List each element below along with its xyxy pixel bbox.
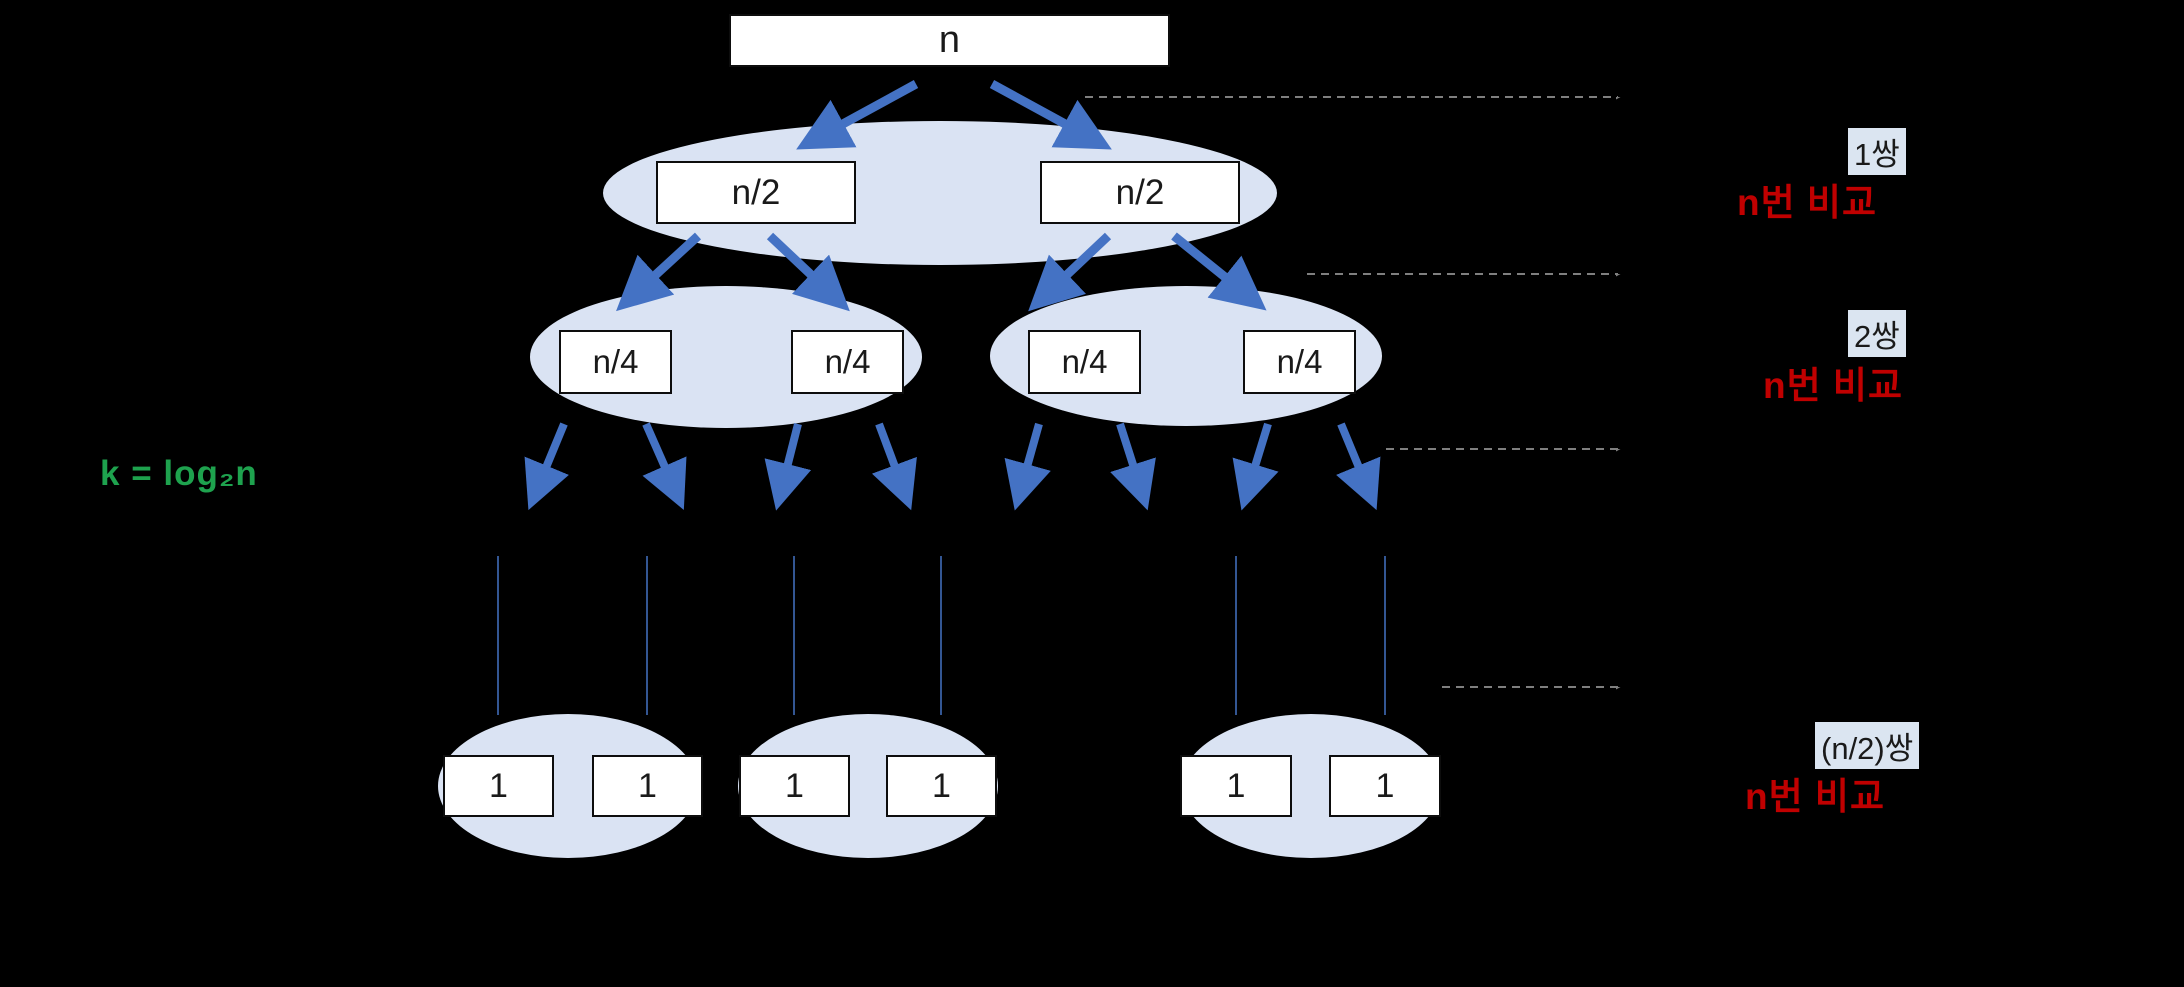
node-box-leaf-4: 1 <box>886 755 997 817</box>
arrow-icon-halfL-right <box>766 232 850 312</box>
node-box-half-left: n/2 <box>656 161 856 224</box>
node-box-leaf-5: 1 <box>1180 755 1292 817</box>
group-ellipses <box>438 121 1441 858</box>
node-box-leaf-2: 1 <box>592 755 703 817</box>
pair-count-label-level1: 1쌍 <box>1848 128 1906 175</box>
split-arrow-icons <box>616 80 1267 312</box>
pair-count-label-leaf-level: (n/2)쌍 <box>1815 722 1920 769</box>
node-box-quarter-2: n/4 <box>791 330 904 394</box>
comparison-count-label-level1: n번 비교 <box>1737 182 1878 223</box>
leaf-group-ellipse-3 <box>1181 714 1441 858</box>
arrow-icon-q3-left <box>1004 422 1051 511</box>
comparison-count-label-level2: n번 비교 <box>1763 365 1904 406</box>
node-box-leaf-6: 1 <box>1329 755 1441 817</box>
node-box-leaf-1: 1 <box>443 755 554 817</box>
level2-group-ellipse <box>603 121 1277 265</box>
arrow-icon-q1-right <box>642 422 687 510</box>
node-box-quarter-3: n/4 <box>1028 330 1141 394</box>
arrow-icon-q3-right <box>1110 422 1156 511</box>
leaf-group-ellipse-1 <box>438 714 698 858</box>
level-pointer-arrows <box>1085 96 1618 687</box>
node-box-quarter-1: n/4 <box>559 330 672 394</box>
pair-count-label-level2: 2쌍 <box>1848 310 1906 357</box>
arrow-icon-q4-right <box>1336 422 1381 511</box>
arrow-icon-halfR-left <box>1028 232 1112 312</box>
comparison-count-label-leaf-level: n번 비교 <box>1745 776 1886 817</box>
node-box-leaf-3: 1 <box>739 755 850 817</box>
arrow-icon-q4-left <box>1232 422 1279 511</box>
recursion-lines <box>497 556 1386 715</box>
depth-formula: k = log₂n <box>100 454 258 493</box>
arrow-icon-q2-left <box>764 423 812 511</box>
arrow-icon-root-left <box>796 80 919 150</box>
quarter-split-arrow-icons <box>524 422 1381 511</box>
node-box-quarter-4: n/4 <box>1243 330 1356 394</box>
arrow-icon-halfL-left <box>616 232 702 312</box>
arrow-icon-root-right <box>989 80 1112 150</box>
leaf-group-ellipse-2 <box>738 714 998 858</box>
arrow-icon-q2-right <box>871 422 917 511</box>
arrow-icon-halfR-right <box>1171 232 1267 311</box>
arrow-icon-q1-left <box>524 422 569 511</box>
node-box-root: n <box>729 14 1170 67</box>
node-box-half-right: n/2 <box>1040 161 1240 224</box>
